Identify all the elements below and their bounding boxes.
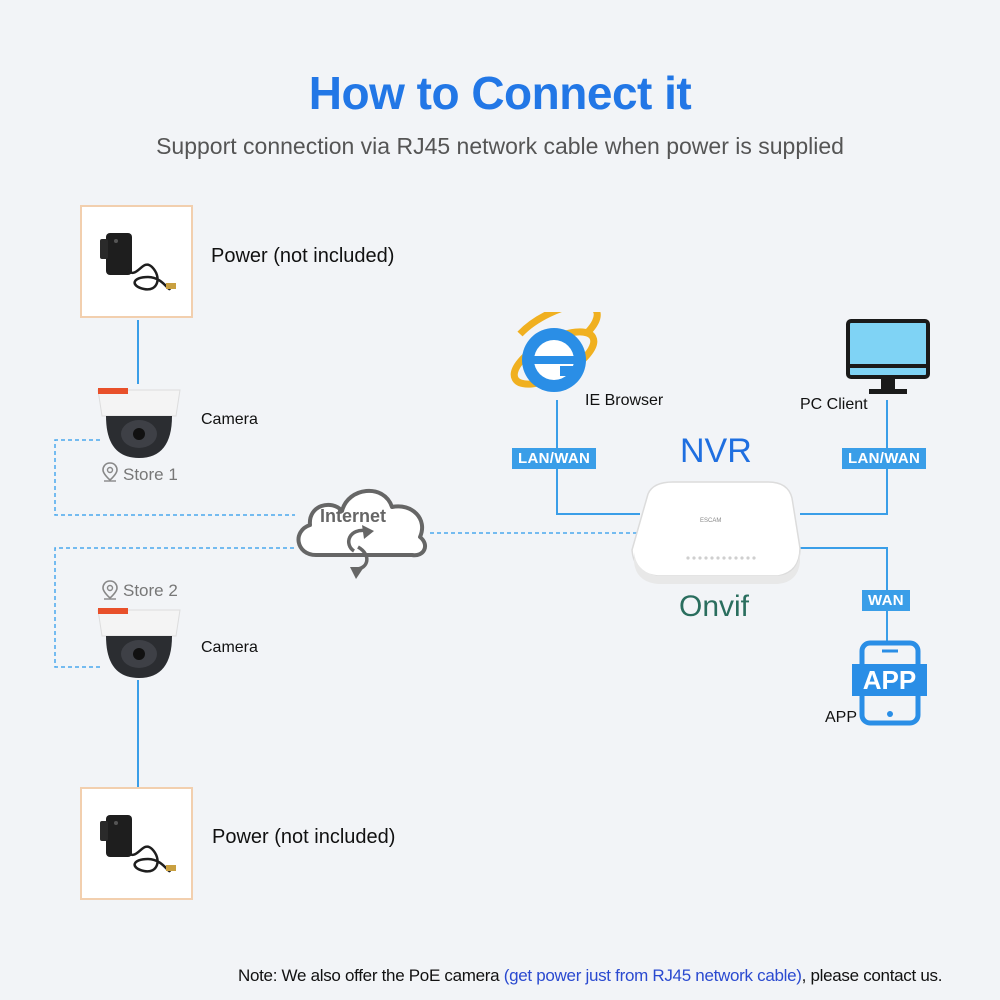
dome-camera-icon [97, 608, 181, 678]
camera-label-top: Camera [201, 411, 258, 428]
power-box-top [80, 205, 193, 318]
nvr-device-icon: ESCAM [631, 481, 801, 584]
lan-wan-tag-right: LAN/WAN [842, 448, 927, 469]
store-1-label: Store 1 [123, 465, 178, 484]
camera-label-bottom: Camera [201, 639, 258, 656]
wan-tag: WAN [862, 590, 910, 611]
app-phone-icon: APP [852, 640, 927, 726]
power-adapter-icon [100, 233, 176, 291]
lan-wan-tag-left: LAN/WAN [512, 448, 597, 469]
app-icon-text: APP [862, 665, 917, 695]
note-prefix: Note: We also offer the PoE camera [238, 966, 504, 985]
pc-client-label: PC Client [800, 396, 868, 413]
power-box-bottom [80, 787, 193, 900]
note-highlight: (get power just from RJ45 network cable) [503, 966, 802, 985]
page-title: How to Connect it [308, 67, 692, 119]
power-label-top: Power (not included) [211, 245, 395, 267]
ie-browser-icon [510, 312, 601, 392]
dome-camera-icon [97, 388, 181, 458]
power-adapter-icon [100, 815, 176, 873]
nvr-title: NVR [680, 432, 752, 470]
location-pin-icon [102, 580, 118, 600]
nvr-brand-text: ESCAM [700, 518, 721, 524]
location-pin-icon [102, 462, 118, 482]
note-suffix: , please contact us. [801, 966, 943, 985]
page-subtitle: Support connection via RJ45 network cabl… [156, 133, 844, 159]
monitor-icon [846, 319, 930, 394]
power-label-bottom: Power (not included) [212, 826, 396, 848]
app-label: APP [825, 709, 858, 726]
ie-browser-label: IE Browser [585, 392, 664, 409]
internet-label: Internet [320, 506, 387, 526]
onvif-label: Onvif [679, 590, 750, 623]
store-2-label: Store 2 [123, 581, 178, 600]
footer-note: Note: We also offer the PoE camera (get … [238, 966, 942, 986]
cloud-icon [296, 489, 428, 579]
